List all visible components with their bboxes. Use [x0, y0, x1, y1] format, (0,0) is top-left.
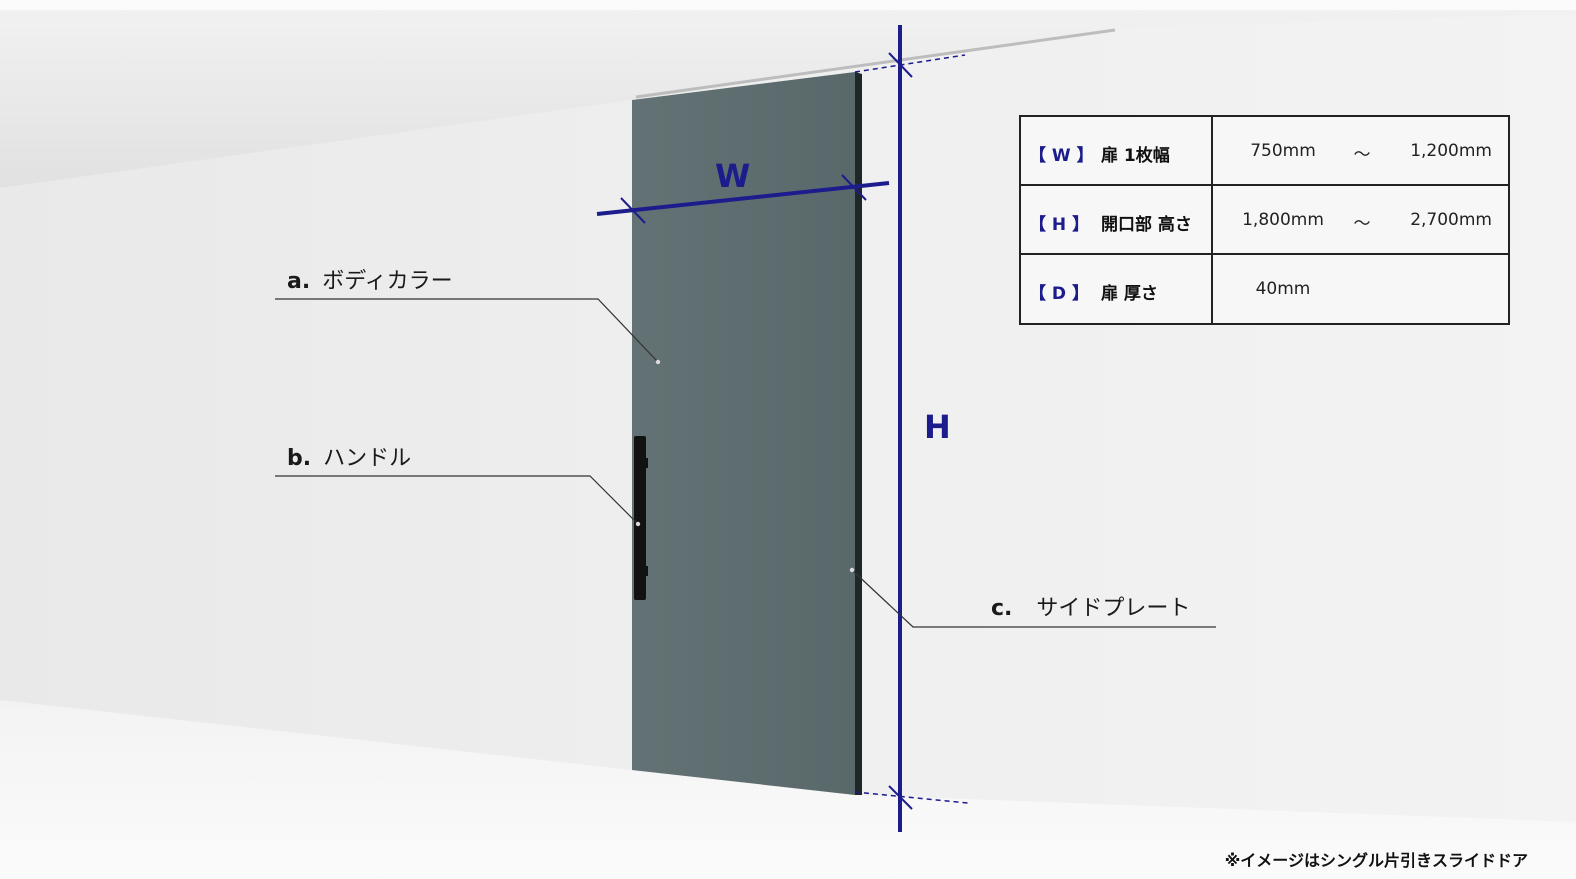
side-plate — [855, 72, 862, 795]
spec-key: 【 D 】 — [1029, 284, 1089, 304]
spec-value-cell: 750mm ～ 1,200mm — [1213, 117, 1508, 184]
spec-value-cell: 1,800mm ～ 2,700mm — [1213, 186, 1508, 253]
spec-key-cell: 【 D 】 扉 厚さ — [1021, 255, 1213, 324]
door-face — [632, 72, 855, 795]
spec-min-value: 1,800mm — [1242, 210, 1324, 230]
ceiling-edge — [0, 0, 1576, 10]
door-handle — [634, 436, 648, 600]
spec-key-cell: 【 H 】 開口部 高さ — [1021, 186, 1213, 253]
spec-key: 【 H 】 — [1029, 215, 1090, 235]
spec-key: 【 W 】 — [1029, 146, 1094, 166]
callout-b-text: ハンドル — [323, 446, 412, 471]
height-label: H — [924, 408, 951, 446]
spec-name: 扉 厚さ — [1101, 284, 1158, 304]
callout-c: c. サイドプレート — [991, 598, 1190, 620]
callout-a: a. ボディカラー — [287, 271, 453, 293]
spec-max-value: 1,200mm — [1410, 141, 1492, 161]
ceiling — [0, 10, 1576, 188]
callout-c-prefix: c. — [991, 596, 1013, 621]
width-dimension-line — [596, 174, 890, 224]
spec-range-separator: ～ — [1353, 145, 1371, 165]
spec-name: 扉 1枚幅 — [1101, 146, 1170, 166]
height-dimension-line — [854, 25, 969, 832]
image-note: ※イメージはシングル片引きスライドドア — [1224, 851, 1528, 870]
spec-row-height: 【 H 】 開口部 高さ 1,800mm ～ 2,700mm — [1021, 186, 1508, 255]
width-label: W — [715, 157, 751, 195]
spec-key-cell: 【 W 】 扉 1枚幅 — [1021, 117, 1213, 184]
spec-max-value: 2,700mm — [1410, 210, 1492, 230]
floor — [0, 700, 1576, 879]
spec-range-separator: ～ — [1353, 214, 1371, 234]
callout-a-leader — [275, 298, 661, 365]
spec-name: 開口部 高さ — [1101, 215, 1192, 235]
callout-c-leader — [849, 567, 1216, 628]
spec-value-cell: 40mm — [1213, 255, 1508, 324]
callout-b: b. ハンドル — [287, 448, 411, 470]
callout-b-prefix: b. — [287, 446, 312, 471]
callout-c-text: サイドプレート — [1036, 596, 1191, 621]
spec-row-width: 【 W 】 扉 1枚幅 750mm ～ 1,200mm — [1021, 117, 1508, 186]
callout-b-leader — [275, 475, 641, 527]
callout-a-prefix: a. — [287, 269, 311, 294]
door-rail — [635, 28, 1116, 99]
spec-table: 【 W 】 扉 1枚幅 750mm ～ 1,200mm 【 H 】 開口部 高さ… — [1019, 115, 1510, 325]
spec-min-value: 750mm — [1250, 141, 1316, 161]
spec-row-depth: 【 D 】 扉 厚さ 40mm — [1021, 255, 1508, 324]
callout-a-text: ボディカラー — [322, 269, 453, 294]
spec-min-value: 40mm — [1255, 279, 1311, 299]
